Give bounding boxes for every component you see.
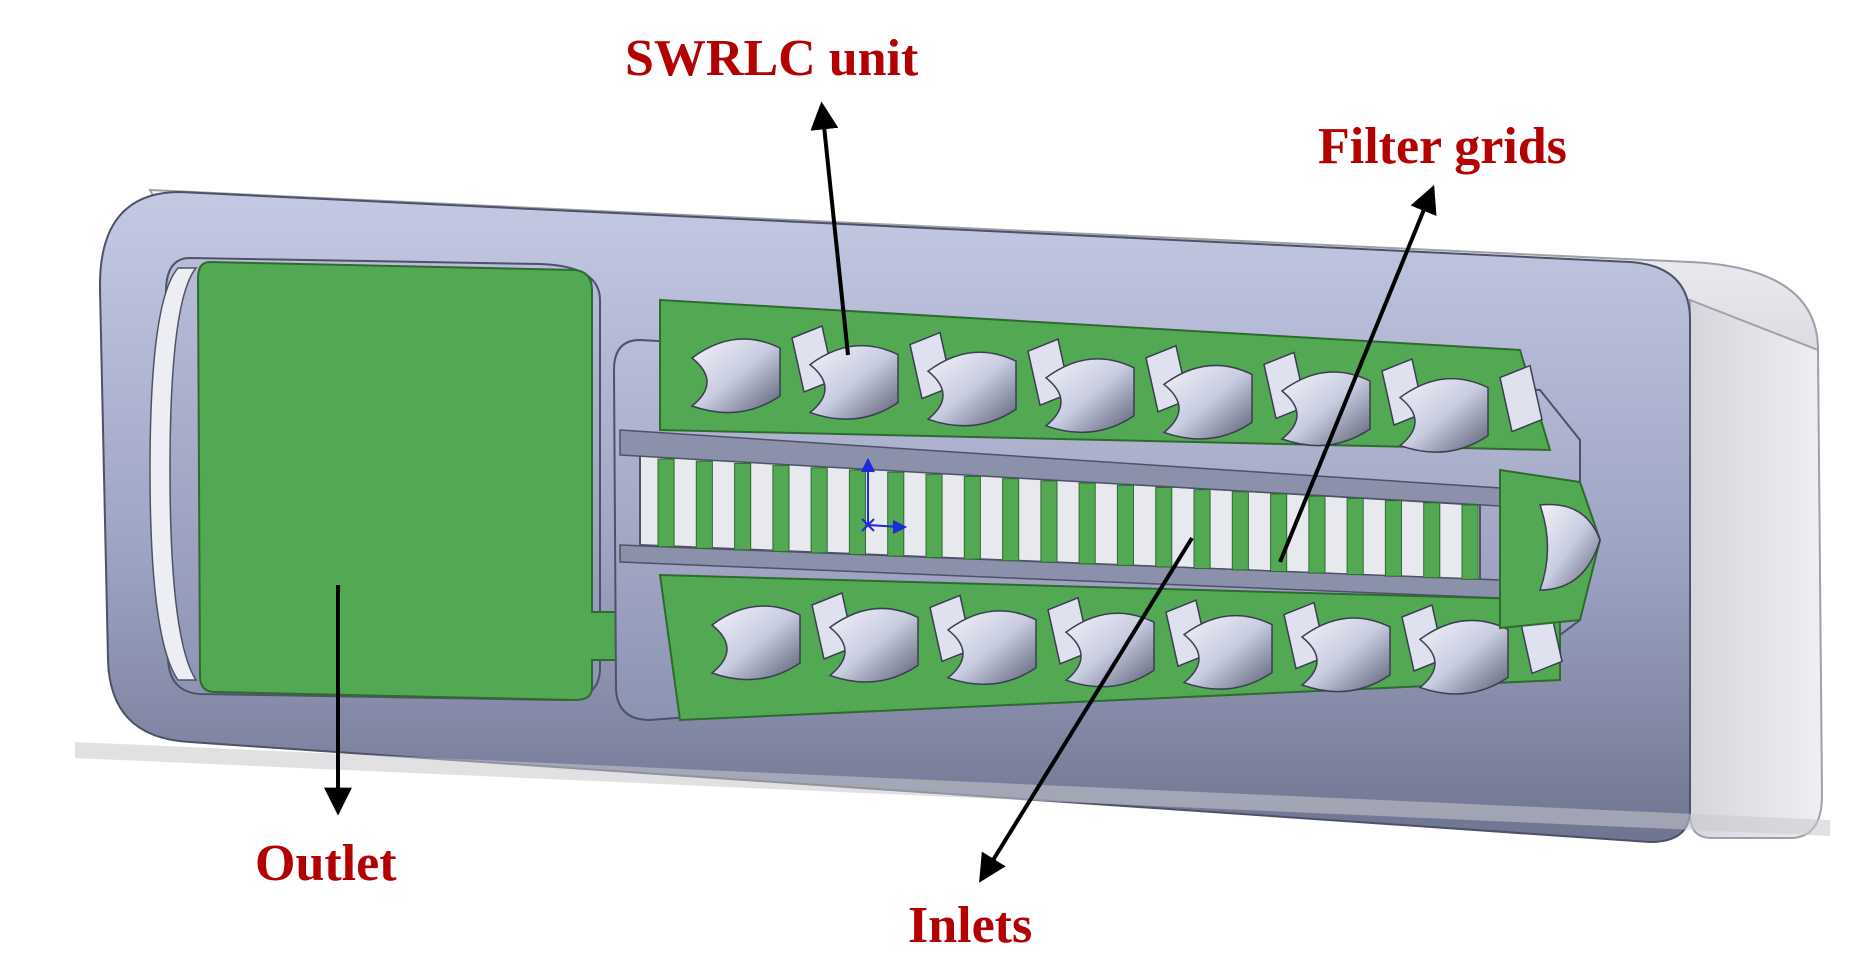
filter-bar-15: [1193, 489, 1211, 570]
lower-cell-pocket-7: [1418, 619, 1509, 695]
upper-cell-pocket-1: [690, 338, 781, 414]
housing-bottom-shadow: [75, 742, 1830, 836]
filter-bar-9: [963, 476, 981, 560]
filter-grid-bars: [657, 458, 1479, 580]
coordinate-axis-marker: [861, 457, 908, 534]
label-filter-grids: Filter grids: [1318, 118, 1567, 175]
filter-bar-12: [1078, 482, 1096, 565]
housing-right-end: [1689, 298, 1824, 839]
lower-cell-pocket-2: [828, 607, 919, 683]
arrow-inlets: [979, 536, 1194, 883]
filter-bar-19: [1346, 497, 1364, 576]
filter-bar-2: [695, 460, 713, 549]
callout-arrows: [324, 101, 1437, 883]
filter-bar-21: [1423, 502, 1441, 579]
filter-bar-22: [1461, 504, 1479, 580]
upper-cell-pocket-4: [1044, 358, 1135, 434]
filter-bar-11: [1040, 480, 1058, 563]
filter-bar-10: [1002, 478, 1020, 562]
upper-cell-pocket-2: [808, 344, 899, 420]
filter-bar-17: [1270, 493, 1288, 572]
filter-bar-16: [1231, 491, 1249, 571]
upper-cell-pocket-7: [1398, 377, 1489, 453]
filter-bar-20: [1384, 500, 1403, 577]
outlet-green-fill: [196, 260, 691, 702]
lower-cell-pocket-1: [710, 605, 801, 681]
label-outlet: Outlet: [255, 835, 397, 892]
end-cell-pocket: [1538, 503, 1601, 591]
filter-bar-6: [848, 469, 867, 555]
arrow-filter-grids: [1278, 184, 1437, 563]
filter-bar-3: [734, 462, 752, 551]
lower-cell-pocket-5: [1182, 614, 1273, 690]
filter-bar-1: [657, 458, 675, 548]
lower-swrlc-cells: [710, 591, 1563, 695]
filter-bar-14: [1155, 487, 1173, 568]
upper-cell-blade-7: [1499, 364, 1543, 433]
lower-cell-pocket-6: [1300, 617, 1391, 693]
upper-swrlc-cells: [690, 324, 1543, 453]
end-swrlc-cell: [1499, 468, 1602, 630]
filter-bar-18: [1308, 495, 1326, 574]
upper-cell-pocket-5: [1162, 364, 1253, 440]
label-inlets: Inlets: [908, 897, 1032, 954]
filter-bar-4: [772, 465, 790, 552]
arrow-swrlc-unit: [810, 101, 850, 356]
outlet-rim: [149, 267, 198, 681]
filter-bar-5: [810, 467, 828, 554]
outlet-chamber: [149, 256, 691, 702]
label-swrlc-unit: SWRLC unit: [625, 30, 919, 87]
upper-cell-pocket-3: [926, 351, 1017, 427]
filter-bar-13: [1116, 484, 1135, 566]
lower-cell-pocket-3: [946, 610, 1037, 686]
filter-bar-8: [925, 473, 943, 558]
filter-bar-7: [887, 471, 905, 557]
